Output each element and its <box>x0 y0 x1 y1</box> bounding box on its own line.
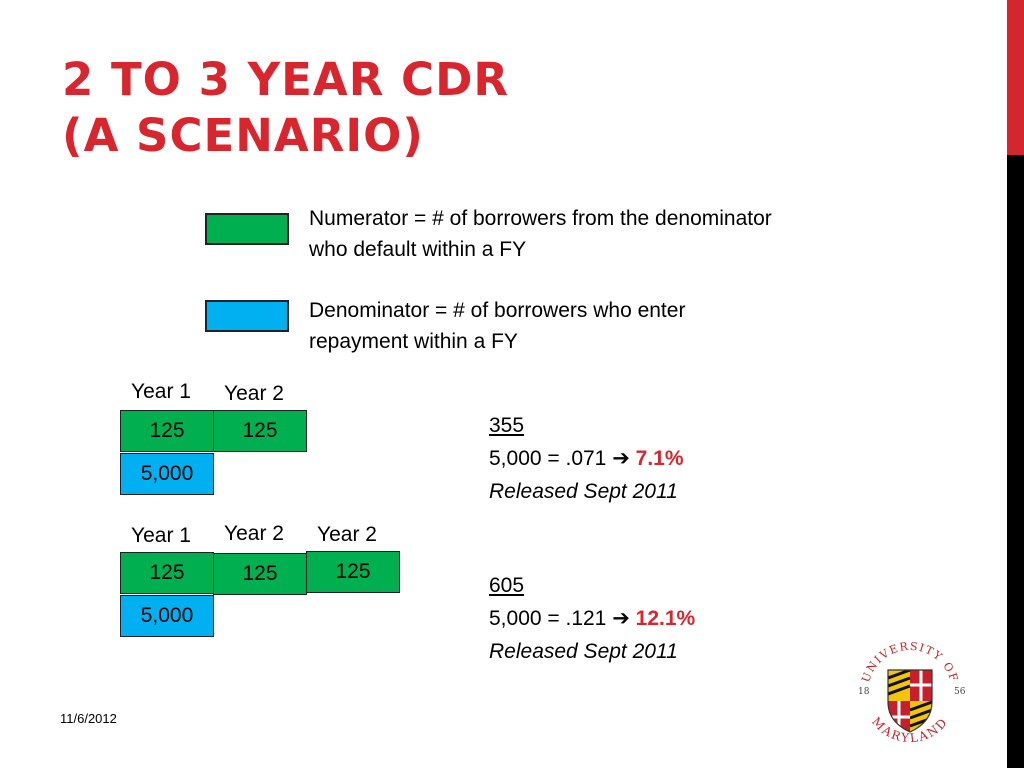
calculation-2: 605 5,000 = .121 ➔ 12.1% Released Sept 2… <box>489 569 695 668</box>
denominator-swatch <box>205 300 289 332</box>
denominator-box: 5,000 <box>120 595 214 637</box>
seal-year-left: 18 <box>858 687 870 697</box>
release-note: Released Sept 2011 <box>489 640 678 663</box>
footer-date: 11/6/2012 <box>60 711 117 726</box>
year-label: Year 1 <box>131 380 191 403</box>
numerator-box: 125 <box>213 410 307 452</box>
arrow-icon: ➔ <box>612 607 630 630</box>
numerator-definition: Numerator = # of borrowers from the deno… <box>309 207 772 261</box>
denominator-definition: Denominator = # of borrowers who enter r… <box>309 299 686 353</box>
arrow-icon: ➔ <box>612 447 630 470</box>
year-label: Year 1 <box>131 524 191 547</box>
release-note: Released Sept 2011 <box>489 480 678 503</box>
calc-expression: 5,000 = .121 <box>489 607 607 630</box>
year-label: Year 2 <box>224 522 284 545</box>
calc-result: 12.1% <box>635 607 696 630</box>
calc-numerator: 605 <box>489 574 525 597</box>
numerator-box: 125 <box>306 551 400 593</box>
numerator-box: 125 <box>120 552 214 594</box>
university-seal-logo: UNIVERSITY OF MARYLAND 18 56 <box>858 640 966 745</box>
title-line-1: 2 to 3 Year CDR <box>62 53 510 106</box>
denominator-box: 5,000 <box>120 453 214 495</box>
calculation-1: 355 5,000 = .071 ➔ 7.1% Released Sept 20… <box>489 409 684 508</box>
calc-numerator: 355 <box>489 414 525 437</box>
numerator-box: 125 <box>213 553 307 595</box>
seal-year-right: 56 <box>954 687 966 697</box>
year-label: Year 2 <box>224 382 284 405</box>
numerator-swatch <box>205 213 289 245</box>
calc-line: 5,000 = .121 ➔ 12.1% <box>489 602 695 635</box>
side-accent-red <box>1007 0 1024 155</box>
year-label: Year 2 <box>317 523 377 546</box>
shield-icon <box>888 670 932 732</box>
slide-title: 2 to 3 Year CDR (A Scenario) <box>62 52 509 164</box>
calc-expression: 5,000 = .071 <box>489 447 607 470</box>
calc-result: 7.1% <box>635 447 684 470</box>
calc-line: 5,000 = .071 ➔ 7.1% <box>489 442 684 475</box>
side-accent-black <box>1007 155 1024 768</box>
title-line-2: (A Scenario) <box>62 109 424 162</box>
numerator-box: 125 <box>120 410 214 452</box>
